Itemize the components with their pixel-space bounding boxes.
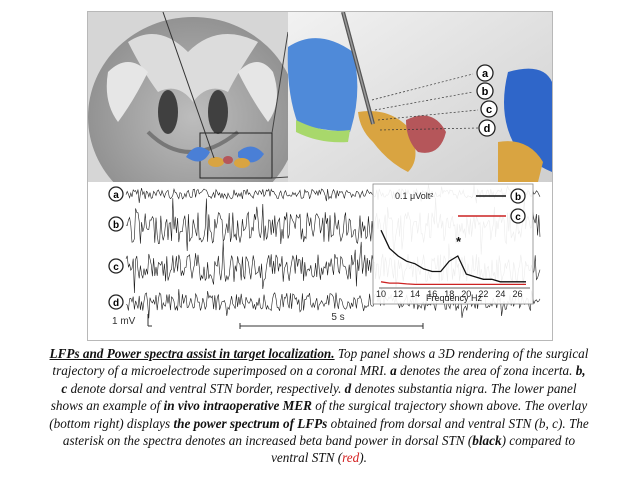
zoom-label-c: c bbox=[480, 100, 498, 118]
spectrum-plot bbox=[379, 229, 530, 289]
svg-text:a: a bbox=[482, 68, 489, 80]
spectrum-dorsal-stn-line bbox=[380, 229, 526, 283]
legend-b: b bbox=[510, 188, 526, 204]
x-tick-label: 24 bbox=[495, 289, 505, 299]
caption-text-1: Top panel shows a 3D rendering of the su… bbox=[52, 346, 589, 379]
x-tick-label: 26 bbox=[512, 289, 522, 299]
svg-text:c: c bbox=[486, 104, 492, 116]
voltage-scale-label: 1 mV bbox=[112, 316, 136, 327]
trace-label-b: b bbox=[108, 216, 124, 232]
svg-text:a: a bbox=[113, 190, 119, 201]
caption-bold-bc: b, c bbox=[61, 363, 586, 396]
caption-bold-d: d bbox=[344, 380, 352, 396]
x-tick-label: 10 bbox=[376, 289, 386, 299]
zoom-label-d: d bbox=[478, 119, 496, 137]
svg-text:c: c bbox=[515, 212, 521, 223]
overlay-unit-label: 0.1 μVolt² bbox=[395, 191, 433, 201]
caption-text-7: ) compared to ventral STN ( bbox=[271, 433, 576, 466]
x-tick-label: 18 bbox=[444, 289, 454, 299]
zoom-rendering: a b c d bbox=[287, 12, 552, 182]
trace-label-c: c bbox=[108, 258, 124, 274]
x-tick-label: 12 bbox=[393, 289, 403, 299]
spectrum-ventral-stn-line bbox=[380, 281, 526, 286]
svg-text:b: b bbox=[515, 192, 521, 203]
x-tick-label: 22 bbox=[478, 289, 488, 299]
figure-panel: a b c d a b bbox=[87, 11, 553, 341]
caption-bold-a: a bbox=[390, 363, 397, 379]
time-scale-label: 5 s bbox=[331, 312, 344, 323]
caption-text-4: denotes substantia nigra. The lower pane… bbox=[50, 380, 577, 414]
svg-text:b: b bbox=[113, 220, 119, 231]
x-axis-label: Frequency Hz bbox=[426, 293, 483, 303]
svg-text:c: c bbox=[113, 262, 119, 273]
trace-label-a: a bbox=[108, 186, 124, 202]
mri-slice bbox=[88, 12, 298, 217]
caption-bold-black: black bbox=[472, 433, 502, 449]
caption-bold-power-spectrum: the power spectrum of LFPs bbox=[173, 415, 328, 431]
caption-red: red bbox=[342, 450, 360, 466]
x-tick-labels: 10 12 14 16 18 20 22 24 26 bbox=[376, 289, 523, 299]
caption-text-5: of the surgical trajectory shown above. … bbox=[49, 398, 588, 431]
figure-svg: a b c d a b bbox=[88, 12, 552, 340]
asterisk-marker: * bbox=[456, 234, 462, 249]
legend-c: c bbox=[510, 208, 526, 224]
caption-text-8: ). bbox=[359, 450, 367, 466]
caption-text-2: denotes the area of zona incerta. bbox=[396, 363, 576, 379]
svg-text:d: d bbox=[113, 298, 119, 309]
figure-caption: LFPs and Power spectra assist in target … bbox=[48, 345, 590, 467]
caption-bold-mer: in vivo intraoperative MER bbox=[163, 398, 312, 414]
caption-title: LFPs and Power spectra assist in target … bbox=[49, 346, 335, 361]
caption-text-6: obtained from dorsal and ventral STN (b,… bbox=[62, 415, 589, 449]
x-tick-label: 14 bbox=[410, 289, 420, 299]
x-tick-label: 20 bbox=[461, 289, 471, 299]
svg-text:d: d bbox=[484, 123, 491, 135]
caption-text-3: denote dorsal and ventral STN border, re… bbox=[67, 380, 345, 396]
svg-text:b: b bbox=[482, 86, 489, 98]
zoom-label-b: b bbox=[476, 82, 494, 100]
x-tick-label: 16 bbox=[427, 289, 437, 299]
power-spectrum-overlay: 0.1 μVolt² b c * 10 12 14 16 18 20 22 24 26 Freq… bbox=[372, 183, 534, 305]
scale-bars: 1 mV 5 s bbox=[112, 312, 424, 329]
trace-label-d: d bbox=[108, 294, 124, 310]
zoom-label-a: a bbox=[476, 64, 494, 82]
